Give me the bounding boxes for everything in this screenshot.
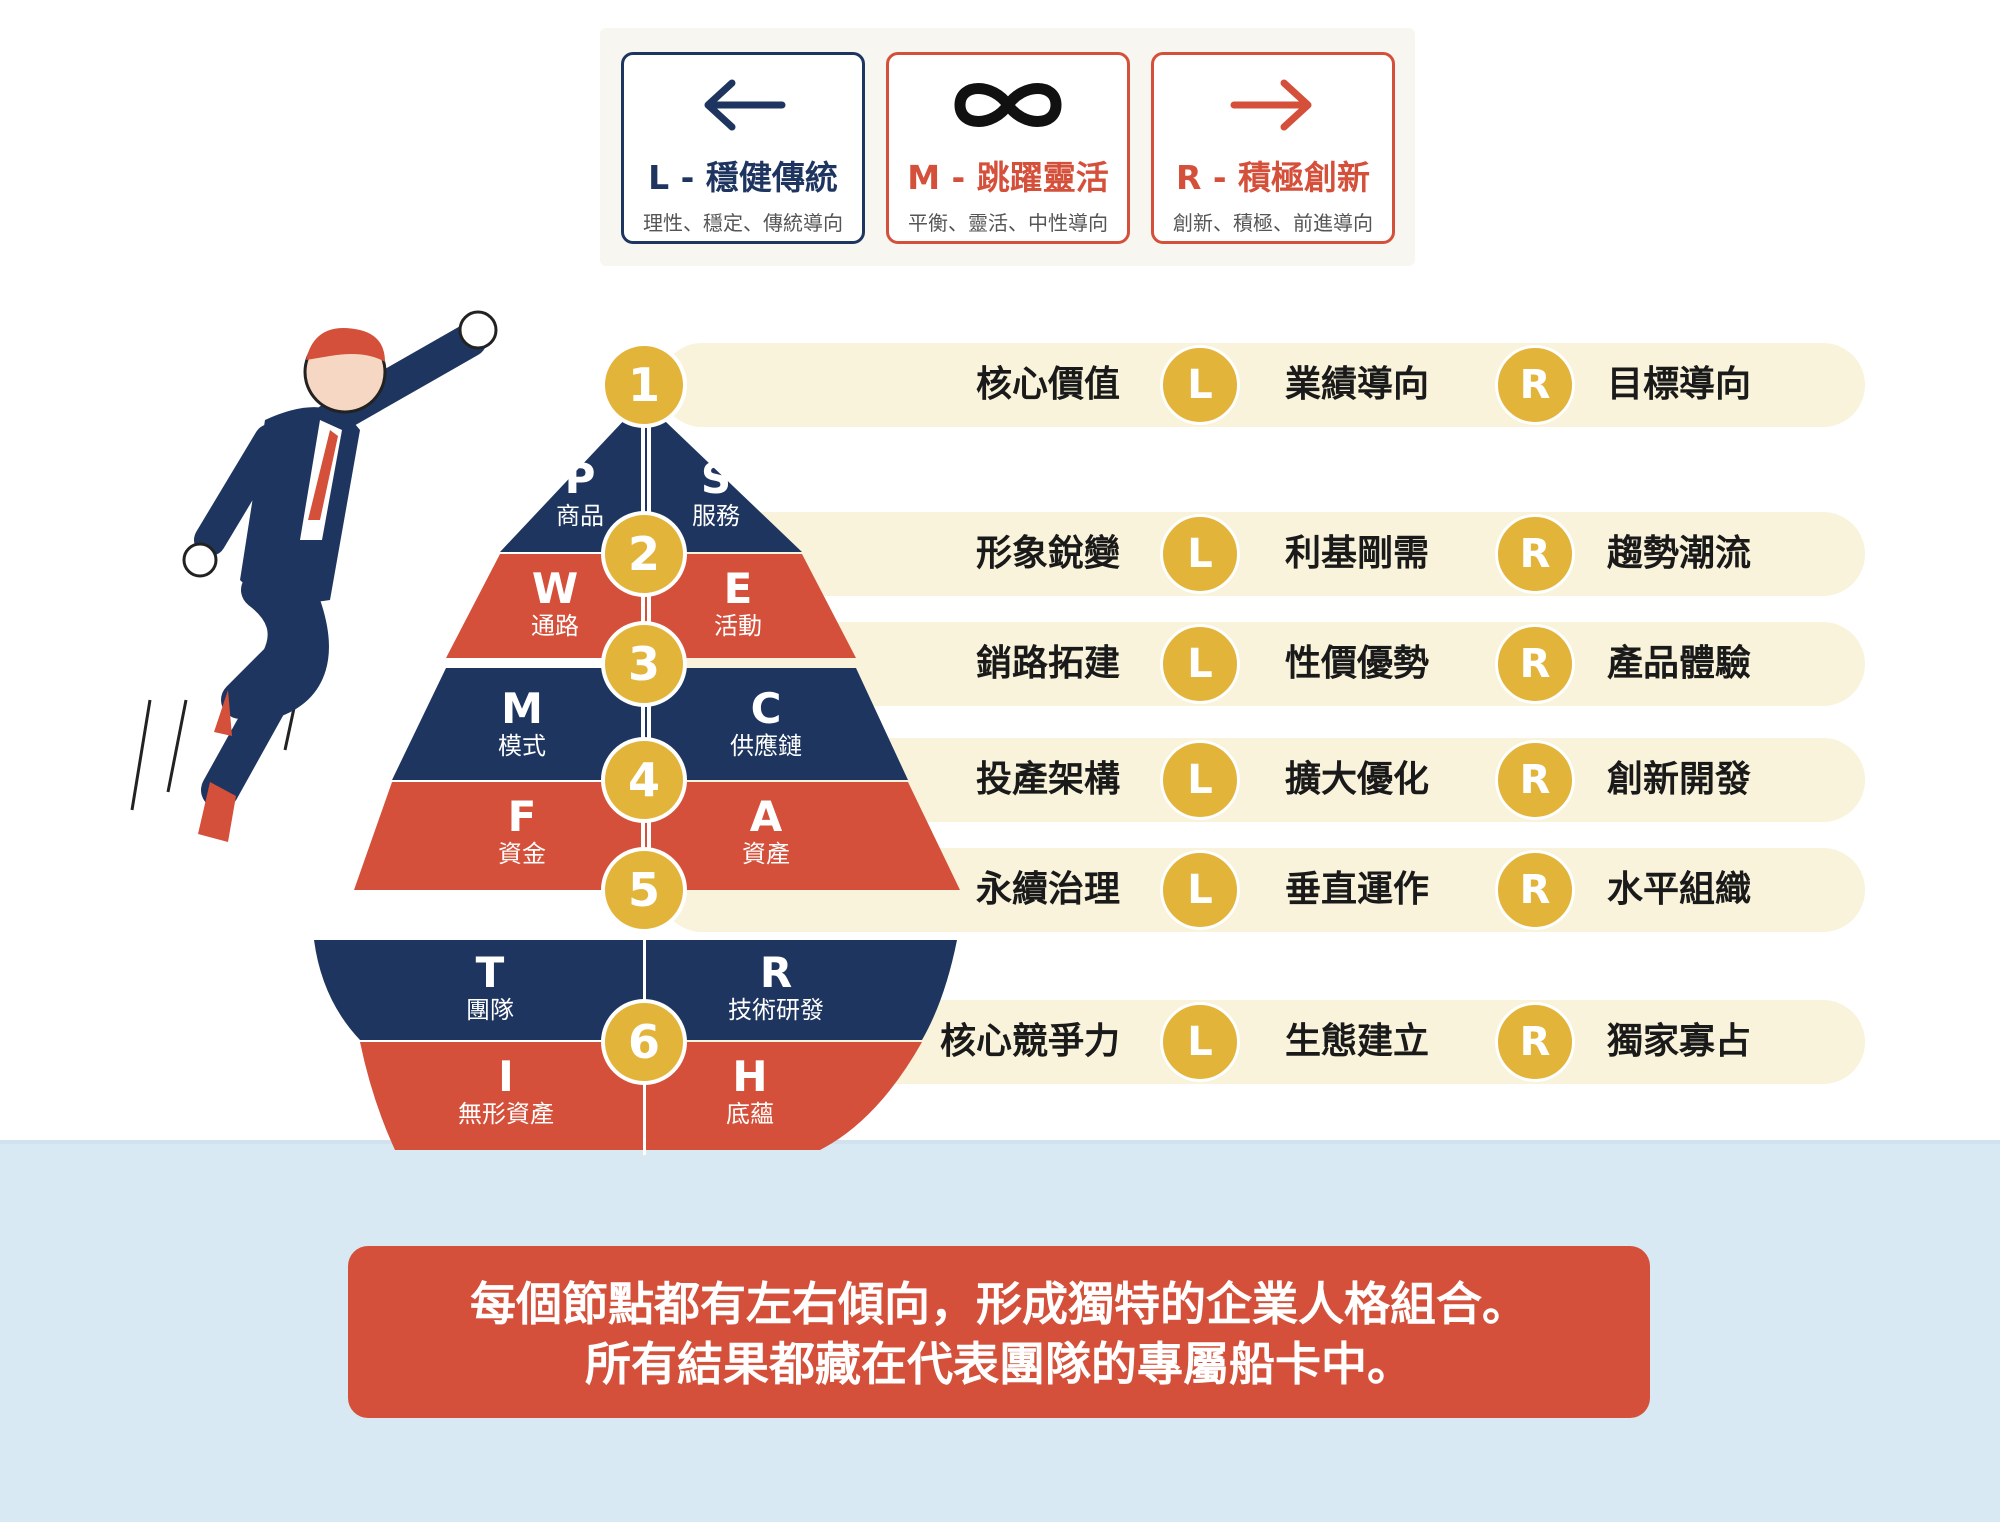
arrow-left-icon: [624, 73, 862, 137]
r-badge: R: [1495, 514, 1575, 594]
legend-title-m: M - 跳躍靈活: [907, 158, 1109, 197]
row-label: 核心價值: [975, 364, 1120, 405]
summary-line-1: 每個節點都有左右傾向，形成獨特的企業人格組合。: [470, 1277, 1528, 1331]
summary-banner: 每個節點都有左右傾向，形成獨特的企業人格組合。 所有結果都藏在代表團隊的專屬船卡…: [348, 1246, 1650, 1418]
node-2: 2: [601, 511, 687, 597]
legend-card-r: R - 積極創新 創新、積極、前進導向: [1151, 52, 1395, 244]
waterline: [0, 1140, 2000, 1144]
legend-card-l: L - 穩健傳統 理性、穩定、傳統導向: [621, 52, 865, 244]
row-label: 銷路拓建: [975, 643, 1120, 684]
row-1: 核心價值 L 業績導向 R 目標導向: [660, 343, 1865, 427]
summary-line-2: 所有結果都藏在代表團隊的專屬船卡中。: [585, 1337, 1413, 1391]
r-value: 產品體驗: [1607, 643, 1752, 684]
r-badge: R: [1495, 624, 1575, 704]
row-label: 投產架構: [975, 759, 1120, 800]
node-3: 3: [601, 621, 687, 707]
l-value: 性價優勢: [1285, 643, 1430, 684]
l-value: 業績導向: [1285, 364, 1430, 405]
l-badge: L: [1160, 1002, 1240, 1082]
r-badge: R: [1495, 740, 1575, 820]
r-value: 獨家寡占: [1607, 1021, 1752, 1062]
row-label: 核心競爭力: [939, 1021, 1120, 1062]
l-badge: L: [1160, 514, 1240, 594]
r-value: 創新開發: [1607, 759, 1752, 800]
r-badge: R: [1495, 1002, 1575, 1082]
r-value: 目標導向: [1607, 364, 1752, 405]
l-badge: L: [1160, 850, 1240, 930]
businessman-illustration: [130, 310, 498, 842]
legend-title-r: R - 積極創新: [1175, 158, 1371, 197]
l-badge: L: [1160, 740, 1240, 820]
r-value: 水平組織: [1607, 869, 1752, 910]
r-badge: R: [1495, 345, 1575, 425]
r-value: 趨勢潮流: [1607, 533, 1752, 574]
legend-title-l: L - 穩健傳統: [648, 158, 838, 197]
legend-subtitle-r: 創新、積極、前進導向: [1173, 211, 1373, 235]
row-label: 永續治理: [975, 869, 1120, 910]
r-badge: R: [1495, 850, 1575, 930]
band-fa: [354, 782, 960, 890]
band-tr: [314, 940, 957, 1040]
legend-subtitle-l: 理性、穩定、傳統導向: [643, 211, 843, 235]
l-value: 利基剛需: [1285, 533, 1430, 574]
row-2: 形象銳變 L 利基剛需 R 趨勢潮流: [660, 512, 1865, 596]
band-ih: [360, 1042, 922, 1150]
l-badge: L: [1160, 345, 1240, 425]
l-badge: L: [1160, 624, 1240, 704]
legend-subtitle-m: 平衡、靈活、中性導向: [908, 211, 1108, 235]
l-value: 垂直運作: [1285, 869, 1430, 910]
node-5: 5: [601, 847, 687, 933]
row-label: 形象銳變: [975, 533, 1120, 574]
l-value: 擴大優化: [1285, 759, 1430, 800]
row-3: 銷路拓建 L 性價優勢 R 產品體驗: [660, 622, 1865, 706]
arrow-right-icon: [1154, 73, 1392, 137]
node-1: 1: [601, 342, 687, 428]
infinity-icon: [889, 73, 1127, 137]
l-value: 生態建立: [1285, 1021, 1430, 1062]
node-6: 6: [601, 999, 687, 1085]
legend-card-m: M - 跳躍靈活 平衡、靈活、中性導向: [886, 52, 1130, 244]
node-4: 4: [601, 737, 687, 823]
